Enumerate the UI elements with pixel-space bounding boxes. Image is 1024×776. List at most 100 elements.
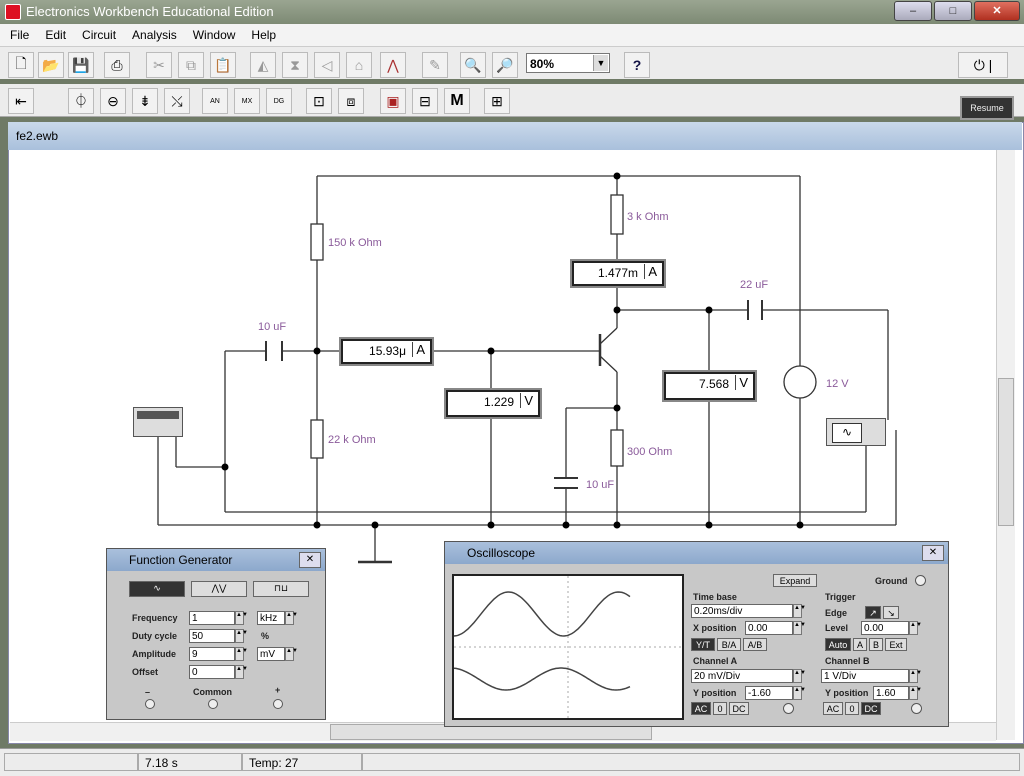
amplitude-unit-stepper[interactable]: ▲▼ (285, 647, 298, 661)
trigger-level-stepper[interactable]: ▲▼ (909, 621, 922, 635)
sources-bin-icon[interactable]: ⏀ (68, 88, 94, 114)
x-position-input[interactable]: 0.00 (745, 621, 793, 635)
chevron-down-icon[interactable]: ▼ (593, 55, 608, 71)
channel-b-y-position-stepper[interactable]: ▲▼ (909, 686, 922, 700)
x-position-stepper[interactable]: ▲▼ (793, 621, 806, 635)
voltmeter-vb[interactable]: 1.229 V (446, 390, 540, 417)
logic-gates-bin-icon[interactable]: ⊡ (306, 88, 332, 114)
channel-b-terminal[interactable] (911, 703, 922, 714)
oscilloscope-icon[interactable]: ∿ (826, 418, 886, 446)
cut-icon[interactable]: ✂ (146, 52, 172, 78)
mixed-ics-bin-icon[interactable]: MX (234, 88, 260, 114)
vertical-scroll-thumb[interactable] (998, 378, 1014, 526)
analog-ics-bin-icon[interactable]: AN (202, 88, 228, 114)
open-folder-icon[interactable]: 📂 (38, 52, 64, 78)
misc-bin-icon[interactable]: M (444, 88, 470, 114)
plus-terminal[interactable] (273, 699, 283, 709)
digital-bin-icon[interactable]: ⧈ (338, 88, 364, 114)
channel-a-y-position-input[interactable]: -1.60 (745, 686, 793, 700)
frequency-input[interactable]: 1 (189, 611, 235, 625)
graph-icon[interactable]: ⋀ (380, 52, 406, 78)
flip-vertical-icon[interactable]: ◁ (314, 52, 340, 78)
trigger-b-button[interactable]: B (869, 638, 883, 651)
duty-cycle-stepper[interactable]: ▲▼ (235, 629, 248, 643)
flip-horizontal-icon[interactable]: ⧗ (282, 52, 308, 78)
diodes-bin-icon[interactable]: ⇟ (132, 88, 158, 114)
menu-edit[interactable]: Edit (45, 28, 67, 42)
offset-stepper[interactable]: ▲▼ (235, 665, 248, 679)
menu-analysis[interactable]: Analysis (132, 28, 177, 42)
close-icon[interactable]: ✕ (922, 545, 944, 561)
zoom-out-icon[interactable]: 🔍 (460, 52, 486, 78)
close-button[interactable]: ✕ (974, 1, 1020, 21)
minimize-button[interactable]: – (894, 1, 932, 21)
trigger-ext-button[interactable]: Ext (885, 638, 907, 651)
maximize-button[interactable]: □ (934, 1, 972, 21)
ab-mode-button[interactable]: A/B (743, 638, 767, 651)
trigger-auto-button[interactable]: Auto (825, 638, 851, 651)
trigger-a-button[interactable]: A (853, 638, 867, 651)
channel-b-scale-input[interactable]: 1 V/Div (821, 669, 909, 683)
print-icon[interactable]: ⎙ (104, 52, 130, 78)
copy-icon[interactable]: ⧉ (178, 52, 204, 78)
component-properties-icon[interactable]: ⌂ (346, 52, 372, 78)
channel-a-ac-button[interactable]: AC (691, 702, 711, 715)
channel-a-scale-input[interactable]: 20 mV/Div (691, 669, 793, 683)
basic-bin-icon[interactable]: ⊖ (100, 88, 126, 114)
menu-circuit[interactable]: Circuit (82, 28, 117, 42)
minus-terminal[interactable] (145, 699, 155, 709)
channel-b-zero-button[interactable]: 0 (845, 702, 859, 715)
common-terminal[interactable] (208, 699, 218, 709)
frequency-unit-select[interactable]: kHz (257, 611, 285, 625)
ba-mode-button[interactable]: B/A (717, 638, 741, 651)
help-button[interactable]: ? (624, 52, 650, 78)
digital-ics-bin-icon[interactable]: DG (266, 88, 292, 114)
amplitude-stepper[interactable]: ▲▼ (235, 647, 248, 661)
channel-a-dc-button[interactable]: DC (729, 702, 749, 715)
zoom-in-icon[interactable]: 🔎 (492, 52, 518, 78)
channel-a-zero-button[interactable]: 0 (713, 702, 727, 715)
channel-b-y-position-input[interactable]: 1.60 (873, 686, 909, 700)
channel-b-scale-stepper[interactable]: ▲▼ (909, 669, 922, 683)
channel-a-scale-stepper[interactable]: ▲▼ (793, 669, 806, 683)
ammeter-ic[interactable]: 1.477m A (572, 261, 664, 286)
offset-input[interactable]: 0 (189, 665, 235, 679)
frequency-unit-stepper[interactable]: ▲▼ (285, 611, 298, 625)
channel-b-dc-button[interactable]: DC (861, 702, 881, 715)
duty-cycle-input[interactable]: 50 (189, 629, 235, 643)
favorites-bin-icon[interactable]: ⇤ (8, 88, 34, 114)
new-file-icon[interactable]: 🗋 (8, 52, 34, 78)
rotate-icon[interactable]: ◭ (250, 52, 276, 78)
amplitude-input[interactable]: 9 (189, 647, 235, 661)
frequency-stepper[interactable]: ▲▼ (235, 611, 248, 625)
expand-button[interactable]: Expand (773, 574, 817, 587)
zoom-select[interactable]: 80%▼ (526, 53, 610, 73)
ground-terminal[interactable] (915, 575, 926, 586)
triangle-wave-button[interactable]: ⋀⋁ (191, 581, 247, 597)
instruments-bin-icon[interactable]: ⊞ (484, 88, 510, 114)
channel-a-y-position-stepper[interactable]: ▲▼ (793, 686, 806, 700)
channel-b-ac-button[interactable]: AC (823, 702, 843, 715)
controls-bin-icon[interactable]: ⊟ (412, 88, 438, 114)
rising-edge-button[interactable]: ↗ (865, 606, 881, 619)
voltmeter-vc[interactable]: 7.568 V (664, 372, 755, 400)
square-wave-button[interactable]: ⊓⊔ (253, 581, 309, 597)
subcircuit-icon[interactable]: ✎ (422, 52, 448, 78)
sine-wave-button[interactable]: ∿ (129, 581, 185, 597)
indicators-bin-icon[interactable]: ▣ (380, 88, 406, 114)
ammeter-ib[interactable]: 15.93μ A (341, 339, 432, 364)
save-icon[interactable]: 💾 (68, 52, 94, 78)
yt-mode-button[interactable]: Y/T (691, 638, 715, 651)
channel-a-terminal[interactable] (783, 703, 794, 714)
menu-window[interactable]: Window (192, 28, 236, 42)
power-switch-icon[interactable]: ⏻ | (958, 52, 1008, 78)
time-base-stepper[interactable]: ▲▼ (793, 604, 806, 618)
menu-help[interactable]: Help (251, 28, 277, 42)
paste-icon[interactable]: 📋 (210, 52, 236, 78)
transistors-bin-icon[interactable]: ⤯ (164, 88, 190, 114)
resume-button[interactable]: Resume (960, 96, 1014, 120)
amplitude-unit-select[interactable]: mV (257, 647, 285, 661)
trigger-level-input[interactable]: 0.00 (861, 621, 909, 635)
close-icon[interactable]: ✕ (299, 552, 321, 568)
falling-edge-button[interactable]: ↘ (883, 606, 899, 619)
